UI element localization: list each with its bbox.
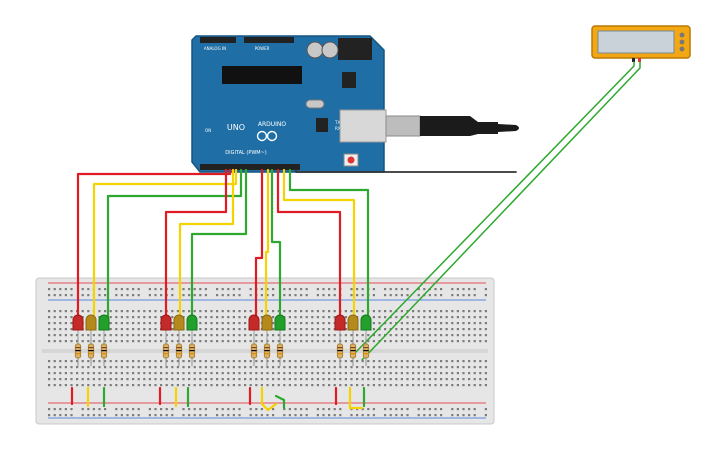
led-yellow[interactable]: [173, 314, 185, 340]
led-green[interactable]: [360, 314, 372, 340]
light-3[interactable]: [248, 314, 286, 366]
led-green[interactable]: [274, 314, 286, 340]
usb-cable: [420, 116, 519, 136]
led-red[interactable]: [248, 314, 260, 340]
resistor[interactable]: [250, 338, 258, 366]
light-1[interactable]: [72, 314, 110, 366]
resistor[interactable]: [362, 338, 370, 366]
wire-black-ground[interactable]: [295, 169, 517, 173]
wire-yellow-1[interactable]: [92, 168, 238, 320]
led-yellow[interactable]: [261, 314, 273, 340]
wire-green-4[interactable]: [288, 168, 370, 320]
light-2[interactable]: [160, 314, 198, 366]
traffic-light-groups: [72, 314, 372, 366]
tx-led-label: TX: [334, 120, 340, 125]
sensor-knob-1: [679, 32, 685, 38]
power-header: [244, 37, 294, 43]
resistor[interactable]: [336, 338, 344, 366]
jumper-green-3[interactable]: [274, 394, 286, 410]
resistor[interactable]: [74, 338, 82, 366]
light-4[interactable]: [334, 314, 372, 366]
capacitor-1: [306, 41, 324, 59]
arduino-brand-label: ARDUINO: [258, 121, 287, 128]
arduino-logo-icon: [256, 130, 278, 142]
sensor-knob-3: [679, 46, 685, 52]
reset-button[interactable]: [343, 153, 359, 167]
jumper-yellow-3[interactable]: [260, 386, 278, 412]
wire-green-1[interactable]: [106, 168, 243, 320]
small-chip: [316, 118, 328, 132]
wires: [70, 61, 641, 412]
resistor[interactable]: [349, 338, 357, 366]
wire-red-4[interactable]: [276, 168, 342, 320]
resistor[interactable]: [87, 338, 95, 366]
sensor-pin-1: [632, 58, 635, 62]
resistor[interactable]: [175, 338, 183, 366]
wire-yellow-2[interactable]: [178, 168, 235, 320]
led-green[interactable]: [186, 314, 198, 340]
dc-power-jack: [338, 38, 372, 60]
wire-sensor-2[interactable]: [361, 61, 641, 361]
led-green[interactable]: [98, 314, 110, 340]
led-red[interactable]: [160, 314, 172, 340]
led-red[interactable]: [334, 314, 346, 340]
resistor[interactable]: [188, 338, 196, 366]
microcontroller-chip: [222, 66, 302, 84]
analog-header-label: ANALOG IN: [204, 46, 226, 51]
usb-connector: [339, 109, 421, 143]
sensor-knob-2: [679, 39, 685, 45]
digital-header: [200, 164, 300, 170]
wire-red-2[interactable]: [164, 168, 228, 320]
resistor[interactable]: [100, 338, 108, 366]
wire-green-2[interactable]: [190, 168, 248, 320]
voltage-regulator: [342, 72, 356, 88]
led-red[interactable]: [72, 314, 84, 340]
sensor-pin-2: [638, 58, 641, 62]
resistor[interactable]: [276, 338, 284, 366]
resistor[interactable]: [162, 338, 170, 366]
analog-header: [200, 37, 236, 43]
led-yellow[interactable]: [85, 314, 97, 340]
wire-yellow-3[interactable]: [264, 168, 270, 320]
wire-red-3[interactable]: [254, 168, 264, 320]
digital-header-label: DIGITAL (PWM~): [225, 150, 267, 156]
on-led-label: ON: [205, 128, 211, 133]
wire-sensor-1[interactable]: [355, 61, 635, 353]
arduino-uno-board[interactable]: UNO ARDUINO DIGITAL (PWM~) ANALOG IN POW…: [191, 35, 519, 173]
resistor[interactable]: [263, 338, 271, 366]
lcd-sensor-module[interactable]: [591, 25, 691, 62]
uno-model-label: UNO: [227, 123, 245, 132]
rx-led-label: RX: [335, 126, 341, 131]
wire-green-3[interactable]: [270, 168, 282, 320]
crystal: [305, 99, 325, 109]
capacitor-2: [321, 41, 339, 59]
led-yellow[interactable]: [347, 314, 359, 340]
power-header-label: POWER: [255, 46, 270, 51]
jumper-yellow-4[interactable]: [348, 386, 364, 410]
wire-yellow-4[interactable]: [282, 168, 356, 320]
wire-red-1[interactable]: [76, 168, 232, 320]
